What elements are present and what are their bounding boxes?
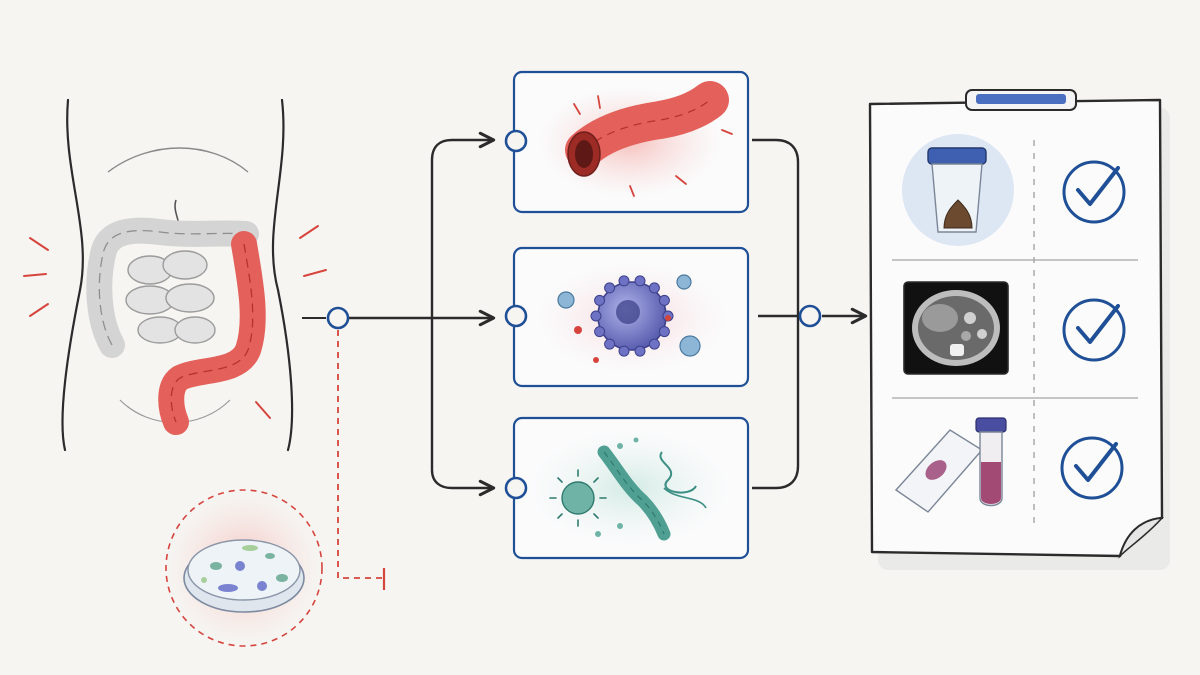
cell-spike bbox=[658, 294, 670, 306]
panel-3-node bbox=[504, 476, 528, 500]
abdominal-ct-scan-icon bbox=[903, 281, 1009, 375]
cell-spike bbox=[634, 275, 646, 287]
biopsy-slide-blood-tube-icon bbox=[894, 417, 1007, 513]
cell-spike bbox=[634, 345, 646, 357]
panel-inflamed-intestine bbox=[504, 70, 750, 214]
excluded-branch bbox=[337, 330, 386, 590]
source-node bbox=[326, 306, 350, 330]
microbes-icon bbox=[549, 437, 707, 541]
cell-spike bbox=[604, 338, 616, 350]
check-circle-icon bbox=[1062, 298, 1126, 362]
abdomen-colon-inflamed-icon bbox=[23, 98, 327, 452]
stool-sample-cup-icon bbox=[902, 134, 1014, 246]
cell-spike bbox=[658, 326, 670, 338]
merge-connectors bbox=[752, 138, 868, 490]
cell-spike bbox=[590, 310, 602, 322]
cell-spike bbox=[604, 282, 616, 294]
diagnostic-checklist-clipboard bbox=[868, 89, 1170, 570]
check-circle-icon bbox=[1060, 436, 1124, 500]
cell-spike bbox=[594, 294, 606, 306]
branch-connectors bbox=[430, 131, 496, 497]
check-circle-icon bbox=[1062, 160, 1126, 224]
inflamed-intestine-icon bbox=[565, 81, 733, 197]
panel-2-node bbox=[504, 304, 528, 328]
cell-spike bbox=[618, 345, 630, 357]
panel-immune-cell bbox=[504, 246, 750, 388]
cell-spike bbox=[594, 326, 606, 338]
panel-1-node bbox=[504, 129, 528, 153]
cell-spike bbox=[648, 282, 660, 294]
merge-node bbox=[798, 304, 822, 328]
immune-cell-icon bbox=[557, 274, 701, 363]
cell-spike bbox=[618, 275, 630, 287]
cell-spike bbox=[648, 338, 660, 350]
petri-dish-icon bbox=[165, 489, 323, 647]
panel-microbes bbox=[504, 416, 750, 560]
main-connector bbox=[302, 306, 496, 330]
